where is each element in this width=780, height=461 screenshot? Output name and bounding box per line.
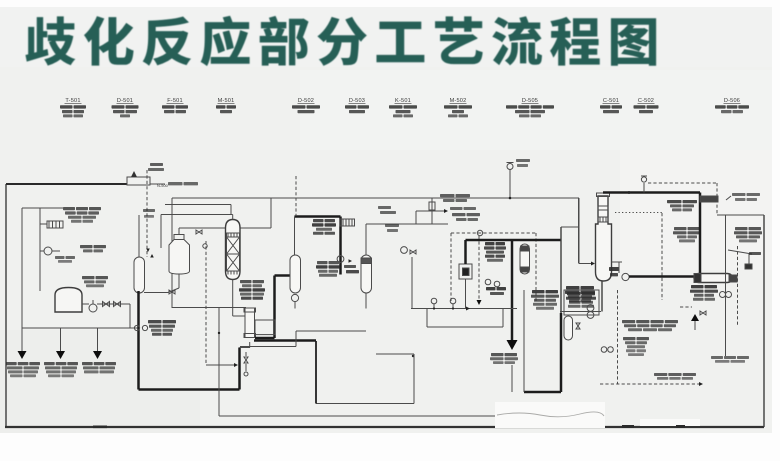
svg-text:D-505: D-505 xyxy=(522,98,538,104)
svg-text:C-501: C-501 xyxy=(603,98,619,104)
svg-text:M-501: M-501 xyxy=(218,98,235,104)
svg-text:D-501: D-501 xyxy=(117,98,133,104)
svg-text:K-501: K-501 xyxy=(395,98,411,104)
svg-text:F-501: F-501 xyxy=(167,98,183,104)
svg-text:D-503: D-503 xyxy=(349,98,365,104)
svg-text:N-500: N-500 xyxy=(157,183,169,188)
svg-text:C-502: C-502 xyxy=(638,98,654,104)
svg-text:D-502: D-502 xyxy=(298,98,314,104)
svg-text:T-501: T-501 xyxy=(65,98,80,104)
svg-text:M-502: M-502 xyxy=(450,98,467,104)
svg-text:D-506: D-506 xyxy=(724,98,740,104)
